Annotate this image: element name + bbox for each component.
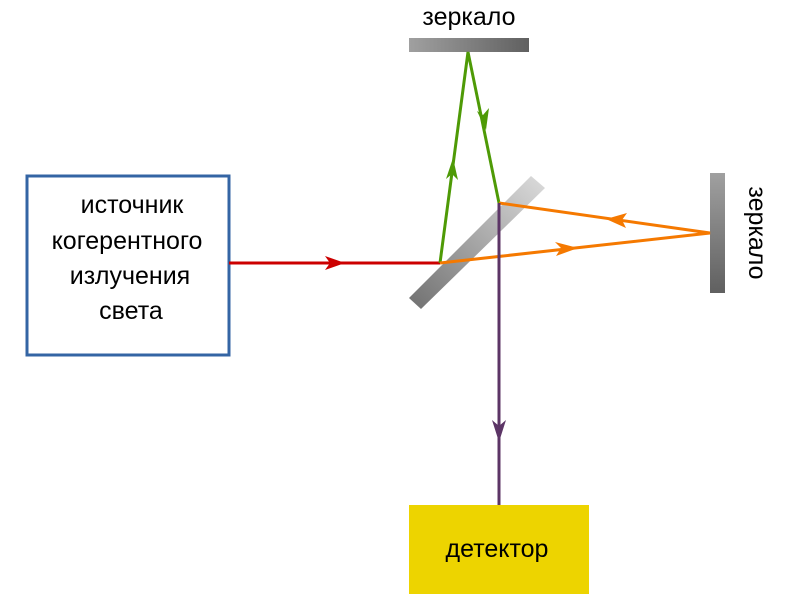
green-up-arrow-icon — [446, 158, 458, 180]
green-beam — [438, 51, 501, 264]
purple-arrow-icon — [492, 420, 506, 442]
source-label-3: излучения — [70, 262, 190, 290]
orange-right-arrow-icon — [555, 242, 578, 256]
detector-label: детектор — [446, 535, 549, 563]
light-source-box — [25, 174, 231, 357]
orange-left-arrow-icon — [606, 213, 627, 228]
orange-beam — [439, 201, 711, 265]
right-mirror — [710, 173, 725, 293]
source-label-4: света — [99, 297, 163, 325]
red-arrow-icon — [325, 256, 345, 270]
source-label-2: когерентного — [52, 227, 203, 255]
green-down-arrow-icon — [477, 108, 489, 130]
top-mirror-label: зеркало — [422, 3, 515, 31]
right-mirror-label: зеркало — [743, 186, 771, 279]
beam-splitter — [409, 176, 545, 309]
source-label-1: источник — [81, 191, 185, 219]
detector-box — [409, 505, 589, 594]
top-mirror — [409, 38, 529, 52]
